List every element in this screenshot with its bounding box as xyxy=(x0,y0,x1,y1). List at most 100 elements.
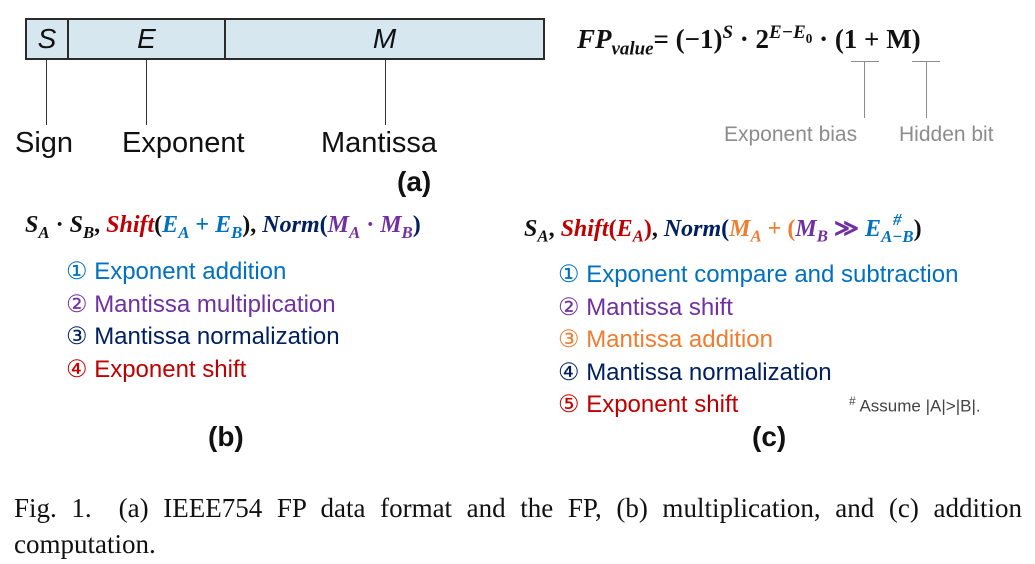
e-script: #A−B xyxy=(881,210,914,246)
formula-lhs-sub: value xyxy=(611,38,654,60)
ea-sub: A xyxy=(178,222,190,242)
note-text: Assume |A|>|B|. xyxy=(855,396,981,416)
sign-field: S xyxy=(27,20,69,58)
plus-op: + ( xyxy=(761,215,796,242)
step-number: ① xyxy=(558,261,580,288)
dot-op: · xyxy=(49,212,70,238)
plus-op: + xyxy=(189,212,216,238)
mb-sub: B xyxy=(816,226,828,246)
paren: ) xyxy=(913,215,922,242)
comma: , xyxy=(94,212,107,238)
multiplication-formula: SA · SB, Shift(EA + EB), Norm(MA · MB) xyxy=(25,212,421,243)
step-text: Exponent compare and subtraction xyxy=(586,261,959,288)
step-item: ③ Mantissa addition xyxy=(558,324,958,357)
formula-lhs: FP xyxy=(577,24,612,54)
step-number: ③ xyxy=(558,326,580,353)
shift-fn: Shift xyxy=(106,212,155,238)
paren: ) xyxy=(412,212,421,238)
addition-steps: ① Exponent compare and subtraction ② Man… xyxy=(558,259,958,422)
paren: ) xyxy=(643,215,652,242)
sb-sub: B xyxy=(82,222,95,242)
dot-op: · xyxy=(360,212,381,238)
exponent-label: Exponent xyxy=(122,127,245,159)
paren: ( xyxy=(608,215,617,242)
sa-symbol: S xyxy=(524,215,538,242)
formula-exp-s: S xyxy=(722,22,734,43)
e-sup: # xyxy=(893,210,902,229)
ea-symbol: E xyxy=(616,215,633,242)
norm-fn: Norm xyxy=(663,215,722,242)
step-item: ④ Mantissa normalization xyxy=(558,357,958,390)
exponent-bias-label: Exponent bias xyxy=(724,123,858,146)
exponent-field: E xyxy=(69,20,226,58)
step-number: ③ xyxy=(66,323,88,350)
mantissa-field: M xyxy=(372,23,397,54)
ea-symbol: E xyxy=(162,212,179,238)
figure-caption: Fig. 1. (a) IEEE754 FP data format and t… xyxy=(14,493,1022,559)
step-number: ② xyxy=(66,290,88,318)
step-number: ① xyxy=(66,258,88,285)
exponent-bias-line xyxy=(864,61,865,118)
ma-symbol: M xyxy=(327,212,349,238)
shift-fn: Shift xyxy=(560,215,609,242)
formula-exp-e0: 0 xyxy=(805,30,813,46)
ma-sub: A xyxy=(750,226,762,246)
mantissa-label: Mantissa xyxy=(321,127,438,159)
note-mark: # xyxy=(849,394,856,408)
mantissa-leader-line xyxy=(385,60,386,125)
ma-sub: A xyxy=(348,222,361,242)
step-item: ① Exponent compare and subtraction xyxy=(558,259,958,292)
sa-sub: A xyxy=(38,222,50,242)
step-item: ④ Exponent shift xyxy=(66,354,340,387)
formula-rhs: = (−1) xyxy=(653,24,723,54)
step-item: ③ Mantissa normalization xyxy=(66,321,340,354)
paren: ( xyxy=(721,215,730,242)
ea-sub: A xyxy=(632,226,644,246)
ma-symbol: M xyxy=(729,215,751,242)
sb-symbol: S xyxy=(69,212,83,238)
formula-tail: · (1 + M) xyxy=(812,24,921,54)
sa-symbol: S xyxy=(25,212,39,238)
step-text: Mantissa multiplication xyxy=(94,290,336,318)
e-symbol: E xyxy=(865,215,882,242)
mb-sub: B xyxy=(401,222,413,242)
shift-right-op: ≫ xyxy=(827,215,866,242)
exponent-leader-line xyxy=(146,60,147,125)
step-text: Mantissa addition xyxy=(586,326,773,353)
exponent-bias-bracket xyxy=(851,61,879,62)
step-item: ② Mantissa multiplication xyxy=(66,289,340,322)
step-number: ④ xyxy=(66,355,88,383)
step-number: ④ xyxy=(558,358,580,386)
mb-symbol: M xyxy=(795,215,817,242)
paren: ( xyxy=(154,212,163,238)
panel-a-caption: (a) xyxy=(397,166,432,197)
step-text: Mantissa normalization xyxy=(586,358,832,386)
step-item: ① Exponent addition xyxy=(66,256,340,289)
formula-two: · 2 xyxy=(733,24,770,54)
e-sub: A−B xyxy=(881,226,914,246)
sign-label: Sign xyxy=(15,127,74,159)
comma: , xyxy=(548,215,561,242)
panel-c-caption: (c) xyxy=(752,421,787,452)
comma: , xyxy=(250,212,263,238)
fp-format-box: S E M xyxy=(25,18,545,60)
step-text: Mantissa normalization xyxy=(94,323,340,350)
step-number: ② xyxy=(558,293,580,321)
assumption-note: # Assume |A|>|B|. xyxy=(849,394,981,417)
step-item: ② Mantissa shift xyxy=(558,292,958,325)
eb-symbol: E xyxy=(215,212,232,238)
hidden-bit-line xyxy=(926,61,927,118)
sa-sub: A xyxy=(537,226,549,246)
sign-leader-line xyxy=(46,60,47,125)
step-number: ⑤ xyxy=(558,391,580,418)
hidden-bit-label: Hidden bit xyxy=(899,123,994,146)
step-text: Exponent shift xyxy=(586,391,739,418)
step-item: ⑤ Exponent shift xyxy=(558,389,958,422)
eb-sub: B xyxy=(231,222,243,242)
step-text: Exponent addition xyxy=(94,258,287,285)
fp-value-formula: FPvalue= (−1)S · 2E−E0 · (1 + M) xyxy=(577,22,921,60)
addition-formula: SA, Shift(EA), Norm(MA + (MB ≫ E#A−B) xyxy=(524,210,922,247)
comma: , xyxy=(651,215,664,242)
step-text: Mantissa shift xyxy=(586,293,733,321)
norm-fn: Norm xyxy=(262,212,320,238)
